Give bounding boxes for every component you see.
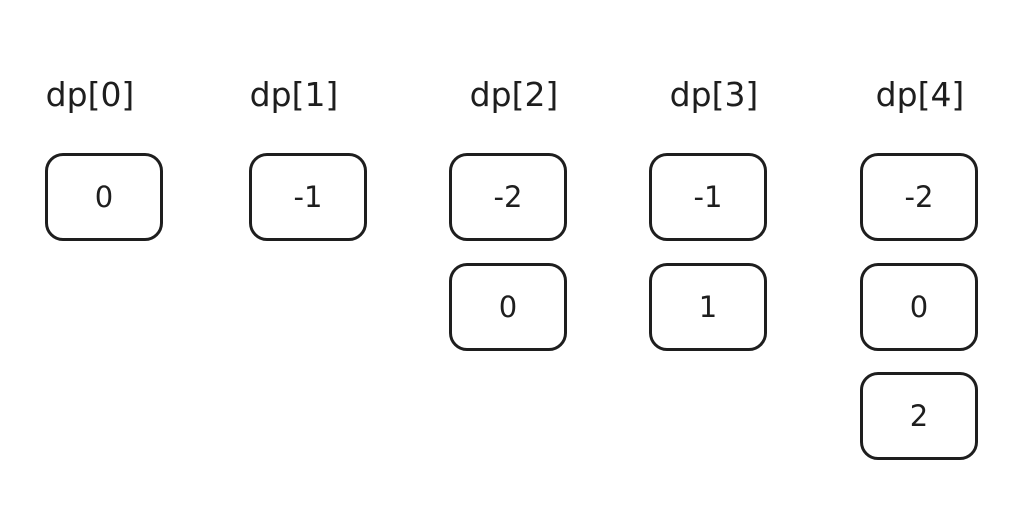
dp-cell-0-0: 0 bbox=[45, 153, 163, 241]
dp-label-4: dp[4] bbox=[875, 75, 965, 114]
dp-label-2: dp[2] bbox=[469, 75, 559, 114]
dp-cell-4-1: 0 bbox=[860, 263, 978, 351]
dp-cell-4-2: 2 bbox=[860, 372, 978, 460]
dp-cell-4-0: -2 bbox=[860, 153, 978, 241]
dp-cell-1-0: -1 bbox=[249, 153, 367, 241]
dp-cell-3-1: 1 bbox=[649, 263, 767, 351]
dp-cell-3-0: -1 bbox=[649, 153, 767, 241]
dp-label-0: dp[0] bbox=[45, 75, 135, 114]
dp-label-1: dp[1] bbox=[249, 75, 339, 114]
dp-cell-2-1: 0 bbox=[449, 263, 567, 351]
dp-cell-2-0: -2 bbox=[449, 153, 567, 241]
dp-label-3: dp[3] bbox=[669, 75, 759, 114]
